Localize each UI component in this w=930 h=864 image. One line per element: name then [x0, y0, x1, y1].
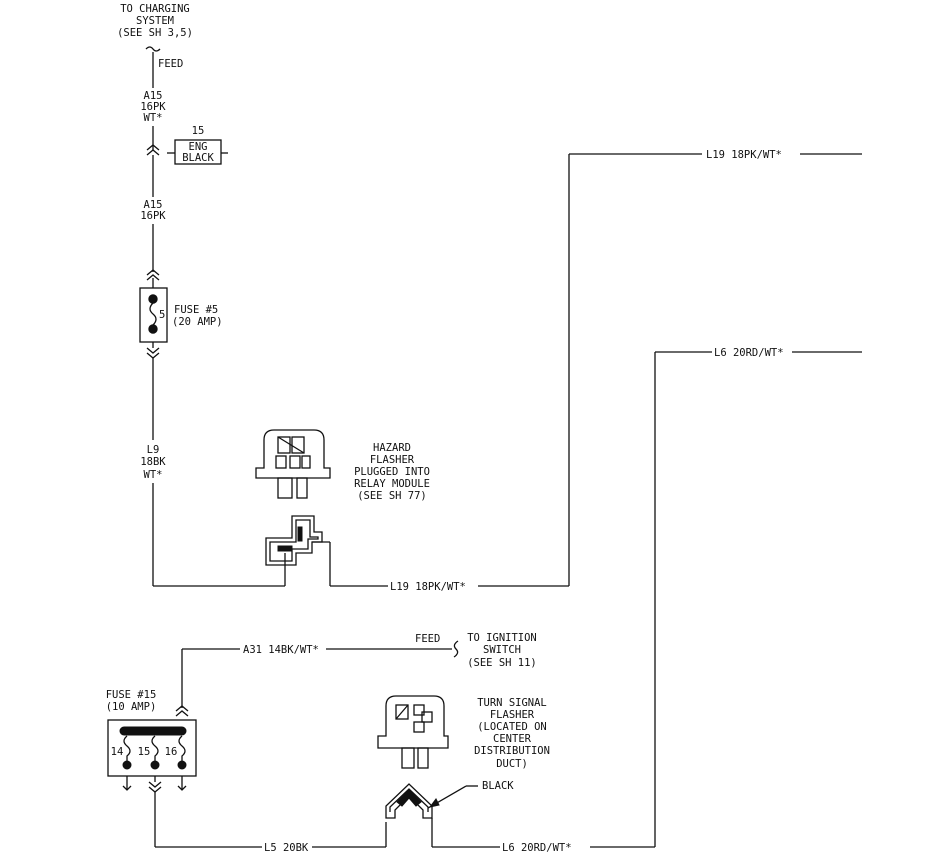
a15-top-3: WT* — [144, 112, 163, 124]
fuse15-term-16: 16 — [165, 746, 178, 758]
wire-a31 — [181, 648, 452, 708]
ignition-label-3: (SEE SH 11) — [467, 657, 537, 669]
fuse-block-15 — [107, 719, 197, 791]
feed-lower-label: FEED — [415, 633, 440, 645]
hazard-label-5: (SEE SH 77) — [357, 490, 427, 502]
charging-label-1: TO CHARGING — [120, 3, 190, 15]
turn-label-3: (LOCATED ON — [477, 721, 547, 733]
eng-num: 15 — [192, 125, 205, 137]
eng-label-1: ENG — [189, 141, 208, 153]
turn-label-4: CENTER — [493, 733, 532, 745]
wire-l5 — [148, 776, 387, 848]
fuse15-top-connector — [175, 705, 189, 717]
fuse5-bottom-connector — [146, 342, 286, 587]
ignition-break-symbol — [453, 640, 459, 658]
hazard-label-1: HAZARD — [373, 442, 411, 454]
fuse5-label-1: FUSE #5 — [174, 304, 218, 316]
fuse5-num: 5 — [159, 309, 165, 321]
turn-label-2: FLASHER — [490, 709, 535, 721]
charging-label-2: SYSTEM — [136, 15, 174, 27]
turn-flasher-connector — [385, 783, 500, 848]
a15-mid-1: A15 — [144, 199, 163, 211]
hazard-label-3: PLUGGED INTO — [354, 466, 430, 478]
turn-label-6: DUCT) — [496, 758, 528, 770]
fuse5-top-connector — [146, 269, 160, 281]
turn-signal-flasher — [377, 695, 449, 769]
ignition-label-2: SWITCH — [483, 644, 521, 656]
ignition-label-1: TO IGNITION — [467, 632, 537, 644]
l5-label: L5 20BK — [264, 842, 309, 854]
wire-break-symbol — [145, 46, 161, 52]
fuse15-label-2: (10 AMP) — [106, 701, 157, 713]
a15-mid-2: 16PK — [140, 210, 166, 222]
fuse5-label-2: (20 AMP) — [172, 316, 223, 328]
wire-l6 — [590, 351, 862, 848]
fuse15-label-1: FUSE #15 — [106, 689, 157, 701]
fuse15-term-14: 14 — [111, 746, 124, 758]
feed-top-label: FEED — [158, 58, 183, 70]
turn-label-1: TURN SIGNAL — [477, 697, 547, 709]
inline-connector-top — [146, 144, 160, 156]
hazard-label-2: FLASHER — [370, 454, 415, 466]
l6-upper-label: L6 20RD/WT* — [714, 347, 784, 359]
a31-label: A31 14BK/WT* — [243, 644, 319, 656]
hazard-flasher — [255, 429, 331, 499]
l19-lower-label: L19 18PK/WT* — [390, 581, 466, 593]
black-label: BLACK — [482, 780, 514, 792]
a15-top-2: 16PK — [140, 101, 166, 113]
l9-label-3: WT* — [144, 469, 163, 481]
l9-label-2: 18BK — [140, 456, 166, 468]
eng-label-2: BLACK — [182, 152, 214, 164]
l9-label-1: L9 — [147, 444, 160, 456]
l6-lower-label: L6 20RD/WT* — [502, 842, 572, 854]
hazard-connector — [265, 515, 330, 566]
a15-top-1: A15 — [144, 90, 163, 102]
wire-l19 — [329, 153, 862, 587]
l19-upper-label: L19 18PK/WT* — [706, 149, 782, 161]
hazard-label-4: RELAY MODULE — [354, 478, 430, 490]
charging-label-3: (SEE SH 3,5) — [117, 27, 193, 39]
eng-black-connector — [167, 139, 228, 165]
turn-label-5: DISTRIBUTION — [474, 745, 550, 757]
fuse15-term-15: 15 — [138, 746, 151, 758]
